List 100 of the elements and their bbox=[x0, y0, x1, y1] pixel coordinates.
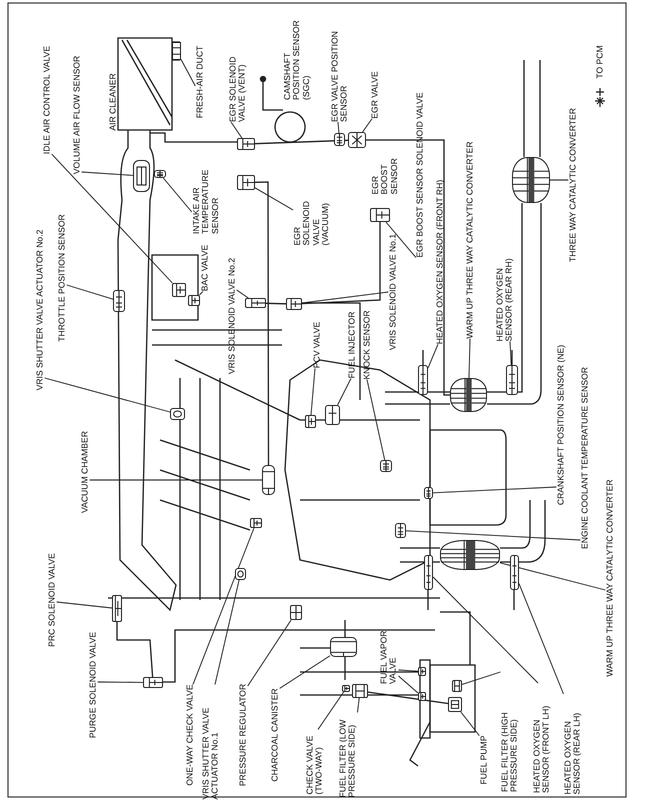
catalytic-converter-drawing bbox=[450, 378, 487, 412]
part-label: EGR BOOST SENSOR bbox=[370, 157, 400, 194]
leader-line bbox=[318, 692, 344, 730]
leader-line bbox=[468, 338, 470, 378]
part-label: VRIS SHUTTER VALVE ACTUATOR No.1 bbox=[202, 684, 220, 800]
leader-line bbox=[97, 682, 144, 683]
sensor-drawing bbox=[334, 133, 345, 146]
hose-line bbox=[266, 302, 286, 304]
valve-drawing bbox=[143, 677, 163, 688]
part-label: HEATED OXYGEN SENSOR (FRONT LH) bbox=[532, 683, 552, 793]
duct-opening-drawing bbox=[172, 42, 181, 60]
fuel-pump-drawing bbox=[448, 697, 462, 712]
hose-line bbox=[366, 139, 450, 396]
part-label: FUEL FILTER (LOW PRESSURE SIDE) bbox=[338, 712, 358, 798]
canister-drawing bbox=[330, 637, 357, 657]
leader-line bbox=[518, 583, 564, 694]
part-label: VRIS SOLENOID VALVE No.1 bbox=[388, 234, 398, 350]
leader-line bbox=[254, 187, 294, 210]
part-label: EGR BOOST SENSOR SOLENOID VALVE bbox=[415, 92, 425, 258]
part-label: THREE WAY CATALYTIC CONVERTER bbox=[568, 108, 578, 262]
part-label: WARM UP THREE WAY CATALYTIC CONVERTER bbox=[465, 141, 475, 339]
leader-line bbox=[302, 292, 389, 304]
part-label: INTAKE AIR TEMPERATURE SENSOR bbox=[192, 166, 220, 234]
part-label: HEATED OXYGEN SENSOR (FRONT RH) bbox=[435, 180, 445, 344]
valve-drawing bbox=[245, 298, 266, 308]
leader-line bbox=[385, 222, 416, 258]
part-label: CHARCOAL CANISTER bbox=[270, 688, 280, 782]
part-label: KNOCK SENSOR bbox=[362, 310, 372, 380]
leader-line bbox=[66, 284, 114, 300]
sensor-drawing bbox=[424, 487, 433, 499]
leader-line bbox=[428, 344, 438, 369]
leader-line bbox=[198, 290, 204, 296]
leader-line bbox=[462, 672, 501, 685]
part-label: PURGE SOLENOID VALVE bbox=[88, 632, 98, 738]
valve-drawing bbox=[237, 175, 255, 190]
part-label: VRIS SOLENOID VALVE No.2 bbox=[227, 258, 237, 374]
valve-drawing bbox=[188, 295, 200, 306]
leader-line bbox=[279, 655, 330, 689]
valve-drawing bbox=[237, 138, 255, 150]
leader-line bbox=[406, 530, 581, 540]
leader-line bbox=[230, 122, 242, 138]
part-label: VACUUM CHAMBER bbox=[80, 431, 90, 513]
valve-drawing bbox=[418, 667, 426, 676]
part-label: EGR VALVE POSITION SENSOR bbox=[330, 2, 350, 122]
part-label: FRESH-AIR DUCT bbox=[195, 46, 205, 118]
sensor-drawing bbox=[510, 555, 519, 590]
leader-line bbox=[357, 698, 360, 713]
part-label: FUEL PUMP bbox=[479, 736, 489, 784]
actuator-drawing bbox=[235, 568, 246, 580]
part-label: PCV VALVE bbox=[312, 322, 322, 368]
valve-drawing bbox=[286, 298, 302, 310]
valve-drawing bbox=[418, 692, 426, 701]
part-label: IDLE AIR CONTROL VALVE bbox=[42, 46, 52, 154]
part-label: PRESSURE REGULATOR bbox=[238, 684, 248, 786]
valve-drawing bbox=[112, 595, 122, 622]
valve-drawing bbox=[342, 685, 350, 692]
part-label: THROTTLE POSITION SENSOR bbox=[57, 214, 67, 342]
part-label: ENGINE COOLANT TEMPERATURE SENSOR bbox=[580, 367, 590, 549]
egr-valve-drawing bbox=[348, 132, 366, 148]
hose-line bbox=[368, 691, 448, 704]
leader-line bbox=[180, 58, 196, 86]
part-label: CAMSHAFT POSITION SENSOR (SGC) bbox=[282, 20, 312, 100]
fuel-filter-drawing bbox=[352, 684, 368, 698]
leader-line bbox=[432, 486, 557, 494]
leader-line bbox=[362, 118, 372, 132]
leader-line bbox=[56, 602, 112, 608]
leader-line bbox=[338, 122, 340, 134]
valve-drawing bbox=[370, 208, 390, 222]
sensor-drawing bbox=[418, 365, 428, 395]
part-label: HEATED OXYGEN SENSOR (REAR LH) bbox=[564, 690, 582, 794]
leader-line bbox=[398, 676, 418, 694]
hose-line bbox=[254, 140, 348, 144]
leader-line bbox=[432, 576, 538, 684]
part-label: FUEL FILTER (HIGH PRESSURE SIDE) bbox=[500, 672, 520, 792]
sensor-drawing bbox=[424, 555, 433, 590]
catalytic-converter-drawing bbox=[440, 540, 500, 570]
part-label: EGR VALVE bbox=[370, 71, 380, 119]
leader-line bbox=[247, 620, 292, 686]
part-label: FUEL VAPOR VALVE bbox=[380, 612, 398, 684]
valve-drawing bbox=[250, 518, 262, 528]
part-label: FUEL INJECTOR bbox=[347, 312, 357, 378]
part-label: ONE-WAY CHECK VALVE bbox=[185, 684, 195, 786]
part-label: BAC VALVE bbox=[200, 244, 210, 292]
part-label: VOLUME AIR FLOW SENSOR bbox=[72, 56, 82, 174]
part-label: WARM UP THREE WAY CATALYTIC CONVERTER bbox=[605, 479, 615, 677]
canister-drawing bbox=[262, 465, 275, 495]
sensor-drawing bbox=[395, 523, 406, 538]
part-label: CRANKSHAFT POSITION SENSOR (NE) bbox=[556, 344, 566, 506]
leader-line bbox=[398, 670, 418, 672]
hose-line bbox=[254, 181, 270, 465]
part-label: VRIS SHUTTER VALVE ACTUATOR No.2 bbox=[35, 230, 45, 390]
regulator-drawing bbox=[290, 605, 302, 620]
part-label: CHECK VALVE (TWO-WAY) bbox=[306, 730, 324, 794]
part-label: EGR SOLENOID VALVE (VACUUM) bbox=[293, 190, 331, 246]
fuel-filter-drawing bbox=[452, 680, 462, 692]
leader-line bbox=[236, 290, 249, 298]
leader-line bbox=[337, 378, 352, 406]
hose-line bbox=[302, 222, 381, 304]
hose-line bbox=[116, 622, 154, 678]
part-label: PRC SOLENOID VALVE bbox=[47, 553, 57, 647]
